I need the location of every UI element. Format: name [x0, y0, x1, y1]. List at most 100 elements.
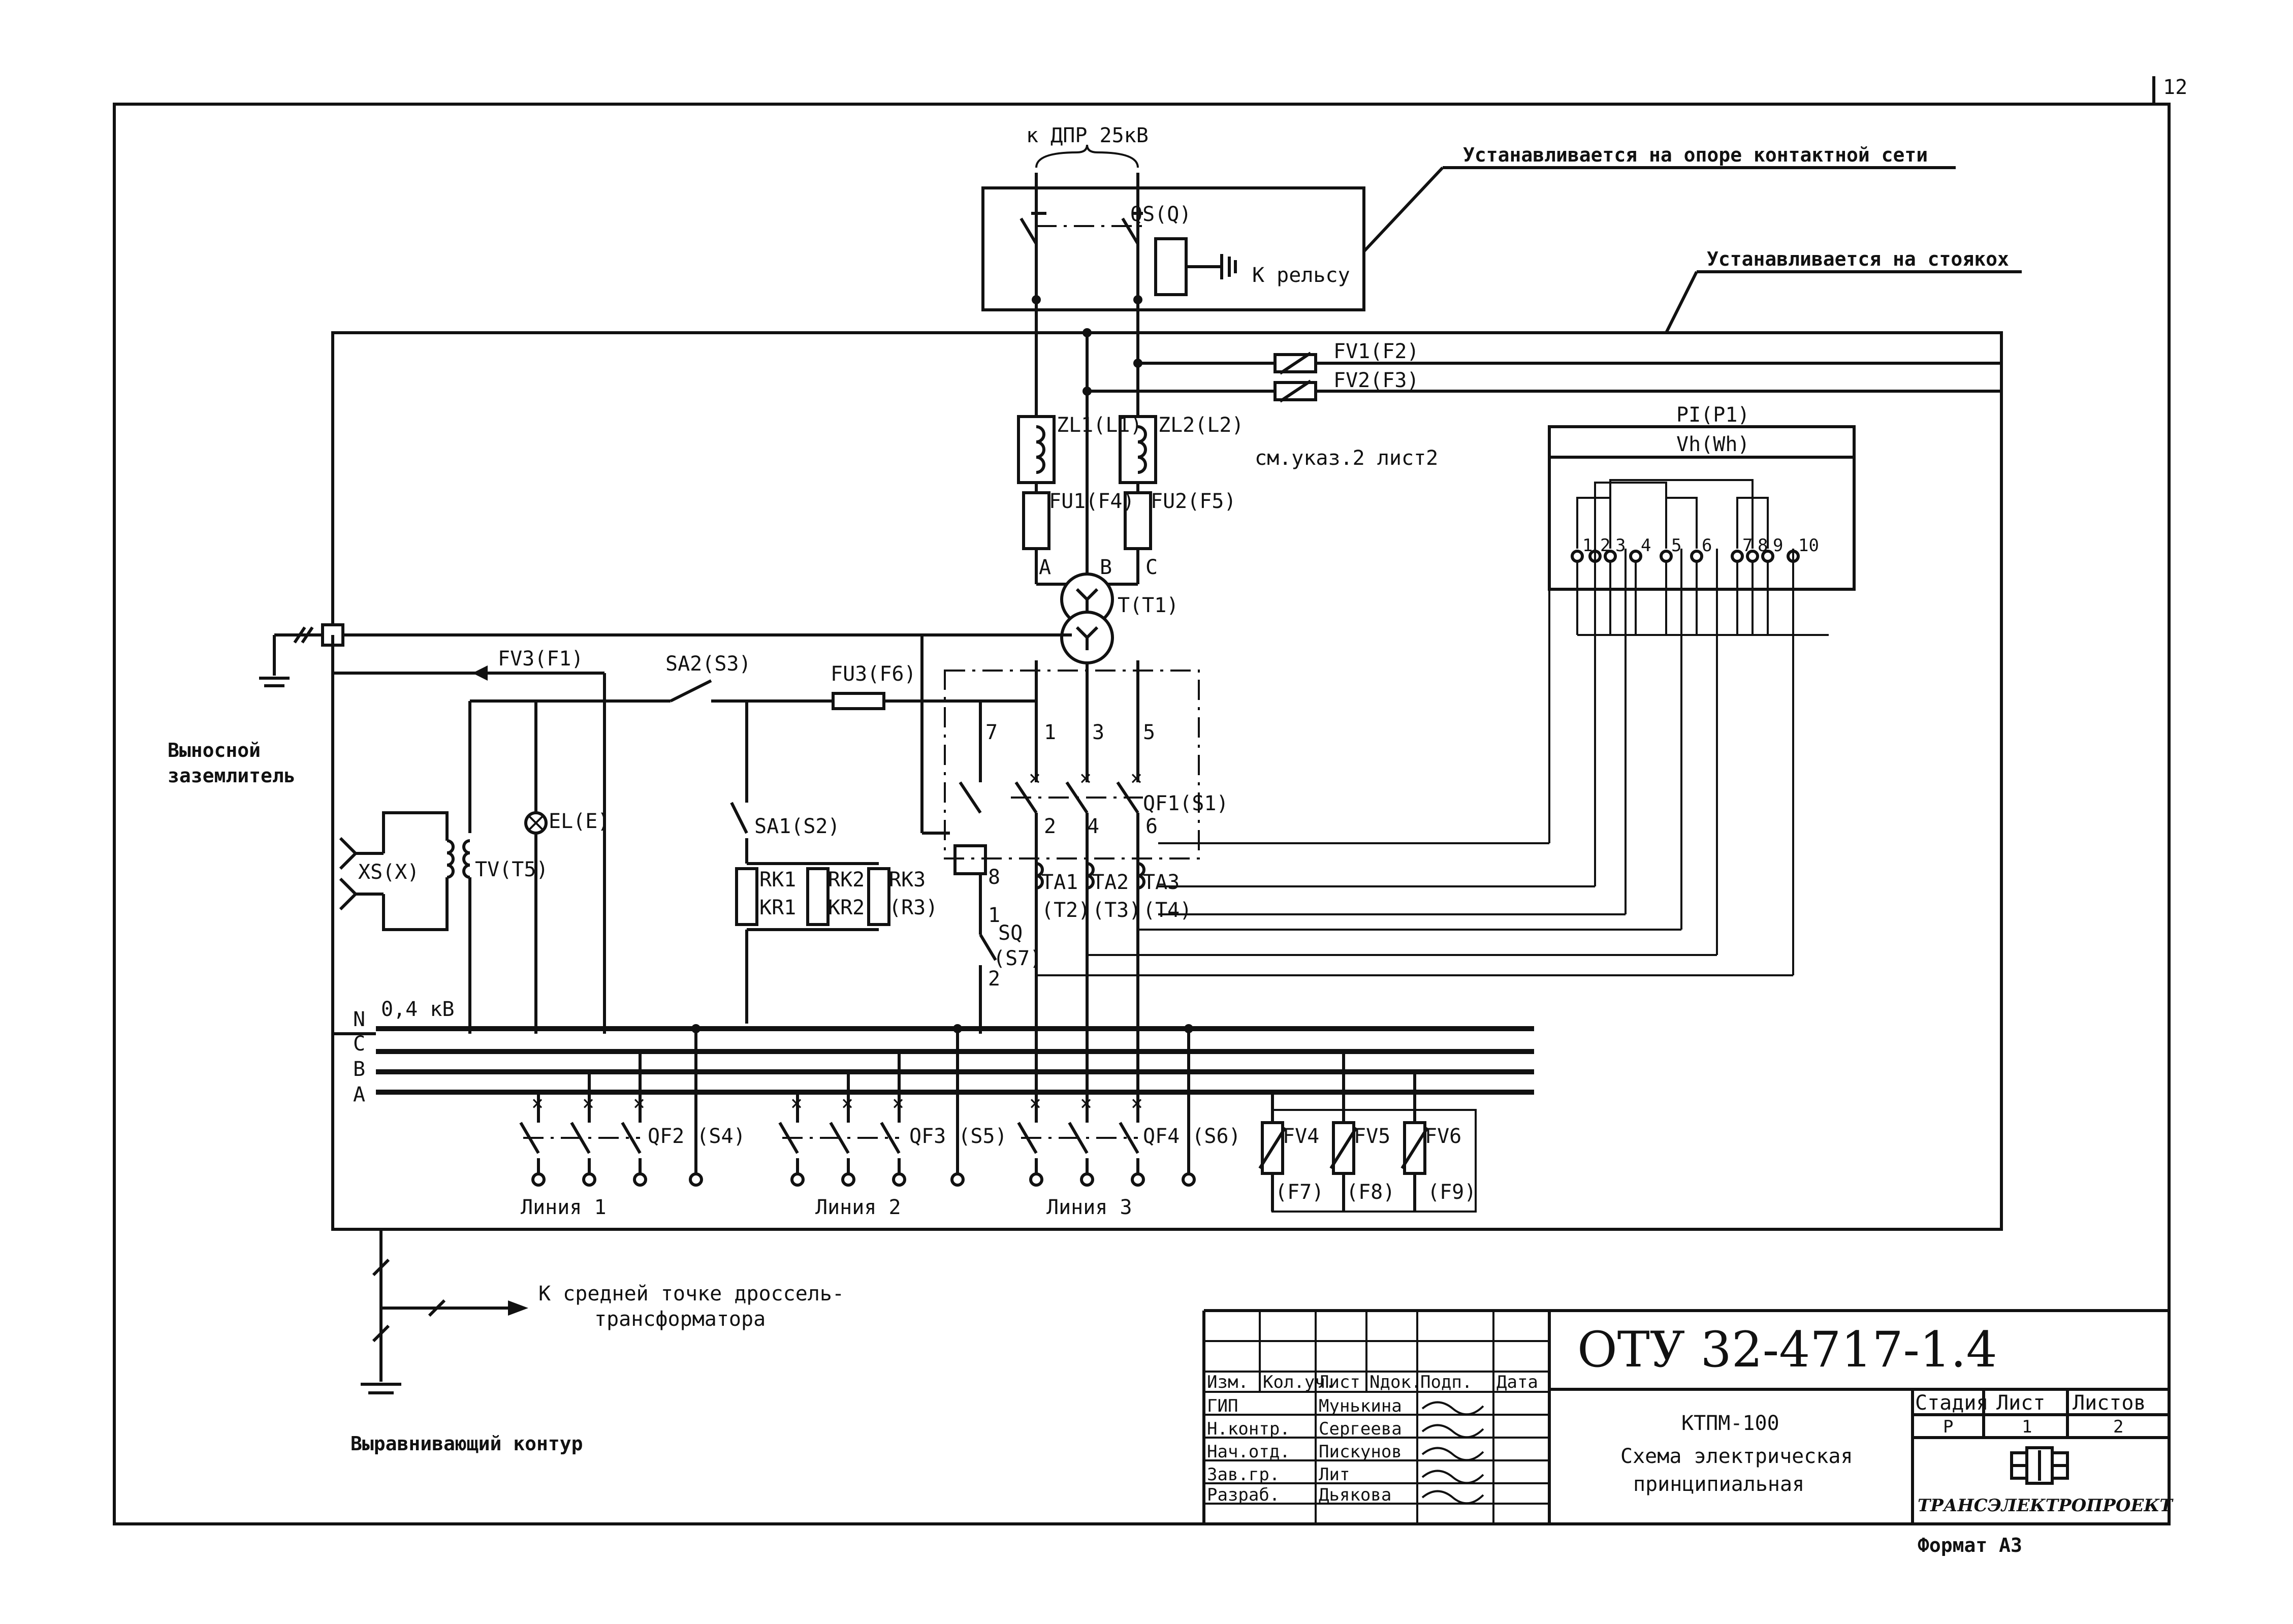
f8-label: (F8)	[1346, 1181, 1395, 1204]
fv5-label: FV5	[1354, 1125, 1390, 1148]
feeder-breakers: ×××××××××	[519, 1024, 1196, 1187]
pi-label: PI(P1)	[1676, 403, 1750, 427]
rk1-label: RK1	[759, 868, 796, 891]
vh-label: Vh(Wh)	[1676, 433, 1750, 456]
sq-sub-label: (S7)	[993, 947, 1042, 970]
meter-terminal-label: 6	[1702, 535, 1712, 556]
feeder-terminal	[633, 1172, 647, 1187]
description-2: принципиальная	[1633, 1473, 1804, 1496]
to-dpr-label: к ДПР 25кВ	[1026, 124, 1149, 147]
n7-label: 7	[985, 721, 998, 744]
kr2-label: KR2	[828, 896, 865, 919]
sq1-label: 1	[988, 904, 1000, 927]
sa1-label: SA1(S2)	[754, 815, 840, 838]
signature	[1421, 1424, 1484, 1439]
fv4-label: FV4	[1283, 1125, 1319, 1148]
r3-label: (R3)	[889, 896, 938, 919]
f7-label: (F7)	[1275, 1181, 1324, 1204]
fu2-label: FU2(F5)	[1151, 490, 1236, 513]
title-role: Разраб.	[1207, 1485, 1280, 1505]
description-1: Схема электрическая	[1620, 1445, 1853, 1468]
meter-terminal	[1629, 550, 1642, 563]
svg-text:×: ×	[790, 1092, 803, 1115]
title-name: Мунькина	[1319, 1396, 1402, 1416]
title-role: Нач.отд.	[1207, 1442, 1290, 1462]
remote-ground-label-1: Выносной	[168, 739, 261, 761]
n1-label: 1	[1044, 721, 1056, 744]
svg-text:×: ×	[1029, 767, 1041, 790]
qs-label: QS(Q)	[1130, 203, 1191, 226]
neutral-terminal	[689, 1172, 703, 1187]
see-note-label: см.указ.2 лист2	[1255, 447, 1438, 470]
feeder-terminal	[531, 1172, 546, 1187]
xs-label: XS(X)	[358, 861, 419, 884]
stage-value: Р	[1943, 1417, 1953, 1437]
feeder-terminal	[1131, 1172, 1145, 1187]
product-name: КТПМ-100	[1681, 1412, 1779, 1435]
n4-label: 4	[1087, 815, 1099, 838]
trip-coil	[953, 844, 987, 875]
ta2-label: TA2	[1092, 871, 1129, 894]
rk3-label: RK3	[889, 868, 926, 891]
signature	[1421, 1470, 1484, 1484]
svg-text:×: ×	[1079, 767, 1092, 790]
meter-terminal	[1660, 550, 1673, 563]
feeder-terminal	[1029, 1172, 1043, 1187]
meter-terminal-label: 5	[1671, 535, 1681, 556]
meter-terminal-label: 10	[1798, 535, 1819, 556]
fu3-label: FU3(F6)	[831, 662, 916, 686]
pole-enclosure	[981, 186, 1365, 311]
feeder-terminal	[790, 1172, 805, 1187]
svg-text:×: ×	[582, 1092, 594, 1115]
line1-label: Линия 1	[521, 1196, 607, 1219]
svg-text:×: ×	[1029, 1092, 1041, 1115]
stage-header: Стадия	[1915, 1391, 1989, 1415]
svg-text:×: ×	[633, 1092, 645, 1115]
title-header: Nдок.	[1370, 1372, 1421, 1392]
fu3-fuse	[832, 692, 885, 710]
meter-terminal-label: 9	[1773, 535, 1783, 556]
feeder-terminal	[582, 1172, 596, 1187]
ta1-label: TA1	[1041, 871, 1078, 894]
ta3-sub-label: (T4)	[1143, 899, 1192, 922]
ta2-sub-label: (T3)	[1092, 899, 1141, 922]
svg-text:×: ×	[892, 1092, 904, 1115]
rk2-label: RK2	[828, 868, 865, 891]
tv-label: TV(T5)	[475, 858, 549, 881]
sheet-no-value: 1	[2022, 1417, 2032, 1437]
meter-terminal	[1761, 550, 1774, 563]
qf1-box	[944, 670, 1200, 859]
n6-label: 6	[1145, 815, 1158, 838]
f9-label: (F9)	[1427, 1181, 1476, 1204]
to-rail-label: К рельсу	[1252, 264, 1350, 287]
qf1-label: QF1(S1)	[1143, 792, 1229, 815]
neutral-terminal	[950, 1172, 965, 1187]
title-role: ГИП	[1207, 1396, 1238, 1416]
zl2-label: ZL2(L2)	[1158, 413, 1244, 437]
signature	[1421, 1401, 1484, 1416]
signature	[1421, 1490, 1484, 1505]
meter-terminal-label: 4	[1641, 535, 1651, 556]
svg-text:×: ×	[1130, 767, 1142, 790]
feeder-terminal	[841, 1172, 855, 1187]
doc-code: ОТУ 32-4717-1.4	[1577, 1321, 1997, 1378]
sheet-header: Лист	[1996, 1391, 2045, 1415]
svg-text:×: ×	[1080, 1092, 1092, 1115]
qf2-label: QF2 (S4)	[648, 1125, 746, 1148]
installed-on-pole-label: Устанавливается на опоре контактной сети	[1463, 144, 1928, 166]
sheets-total-value: 2	[2113, 1417, 2123, 1437]
n3-label: 3	[1092, 721, 1104, 744]
el-label: EL(E)	[549, 810, 610, 833]
meter-box	[1548, 425, 1856, 591]
installed-on-racks-label: Устанавливается на стоякох	[1707, 248, 2009, 270]
title-name: Сергеева	[1319, 1419, 1402, 1439]
title-name: Дьякова	[1319, 1485, 1391, 1505]
company-logo	[2010, 1446, 2069, 1485]
feeder-terminal	[1080, 1172, 1094, 1187]
meter-terminal	[1746, 550, 1759, 563]
svg-text:×: ×	[531, 1092, 544, 1115]
title-header: Дата	[1496, 1372, 1538, 1392]
fu1-label: FU1(F4)	[1049, 490, 1135, 513]
